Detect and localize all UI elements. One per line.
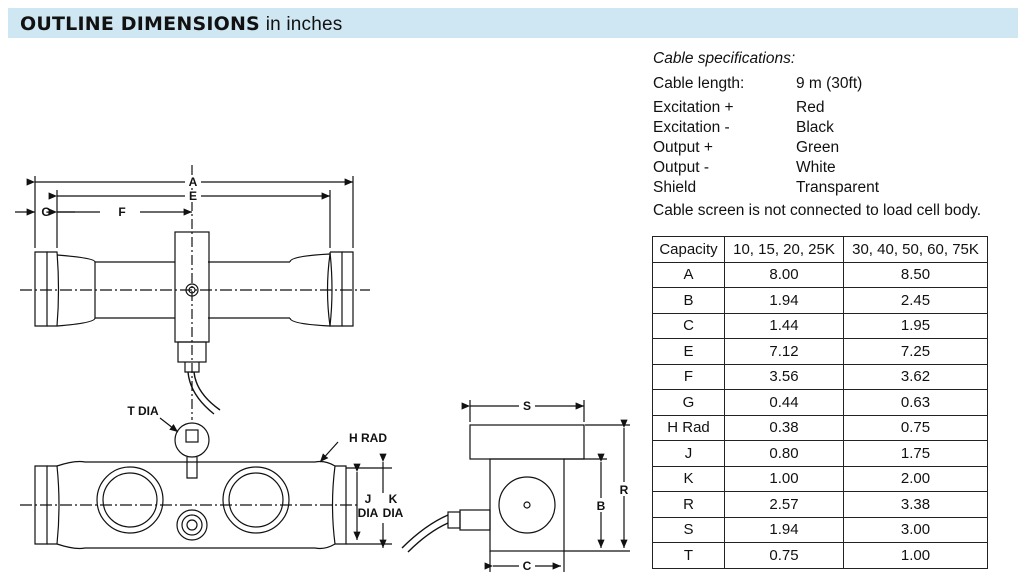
table-cell: 2.57 <box>724 491 844 518</box>
wire-row: Output + Green <box>653 138 1013 158</box>
wire-label: Shield <box>653 179 697 196</box>
dim-label-j-dia: DIA <box>358 506 379 520</box>
cable-length-value: 9 m (30ft) <box>796 75 863 92</box>
table-cell: J <box>652 440 725 467</box>
table-cell: 2.00 <box>843 465 988 492</box>
table-cell: 3.38 <box>843 491 988 518</box>
cable-length-row: Cable length: 9 m (30ft) <box>653 74 1013 94</box>
dim-label-f: F <box>118 205 125 219</box>
table-cell: E <box>652 338 725 365</box>
dim-label-e: E <box>189 189 197 203</box>
table-cell: 1.75 <box>843 440 988 467</box>
table-cell: 0.75 <box>724 542 844 569</box>
table-cell: S <box>652 516 725 543</box>
table-cell: 3.62 <box>843 363 988 390</box>
table-cell: H Rad <box>652 414 725 441</box>
table-cell: 0.38 <box>724 414 844 441</box>
table-cell: 1.94 <box>724 287 844 314</box>
table-cell: T <box>652 542 725 569</box>
outline-drawing: A E G F T DIA H RAD J DIA K DIA S B R C <box>15 165 631 573</box>
table-header-row: Capacity 10, 15, 20, 25K 30, 40, 50, 60,… <box>652 236 988 263</box>
dim-label-b: B <box>597 499 606 513</box>
wire-color: Black <box>796 119 834 136</box>
dim-label-g: G <box>41 205 50 219</box>
wire-label: Excitation + <box>653 99 734 116</box>
column-header: 10, 15, 20, 25K <box>724 236 844 263</box>
dim-label-r: R <box>620 483 629 497</box>
section-title: OUTLINE DIMENSIONS in inches <box>20 13 343 36</box>
table-cell: A <box>652 261 725 288</box>
table-cell: 0.44 <box>724 389 844 416</box>
dim-label-c: C <box>523 559 532 573</box>
cable-spec-heading: Cable specifications: <box>653 50 796 67</box>
cable-length-label: Cable length: <box>653 75 745 92</box>
table-cell: 1.95 <box>843 312 988 339</box>
table-cell: 1.94 <box>724 516 844 543</box>
section-header: OUTLINE DIMENSIONS in inches <box>8 8 1018 38</box>
cable-specifications: Cable specifications: Cable length: 9 m … <box>653 50 1013 220</box>
table-cell: K <box>652 465 725 492</box>
dim-label-k-dia: DIA <box>383 506 404 520</box>
table-cell: 2.45 <box>843 287 988 314</box>
dim-label-j: J <box>365 492 372 506</box>
title-units: in inches <box>265 14 343 35</box>
wire-row: Shield Transparent <box>653 178 1013 198</box>
column-header: 30, 40, 50, 60, 75K <box>843 236 988 263</box>
dim-label-s: S <box>523 399 531 413</box>
wire-label: Output - <box>653 159 709 176</box>
table-cell: 8.50 <box>843 261 988 288</box>
dim-label-a: A <box>189 175 198 189</box>
table-cell: 1.44 <box>724 312 844 339</box>
table-cell: R <box>652 491 725 518</box>
dim-label-h: H RAD <box>349 431 387 445</box>
table-cell: F <box>652 363 725 390</box>
dim-label-k: K <box>389 492 398 506</box>
table-cell: 8.00 <box>724 261 844 288</box>
table-cell: 7.12 <box>724 338 844 365</box>
dimensions-table: Capacity 10, 15, 20, 25K 30, 40, 50, 60,… <box>652 236 988 569</box>
wire-label: Output + <box>653 139 713 156</box>
wire-row: Output - White <box>653 158 1013 178</box>
table-cell: G <box>652 389 725 416</box>
dim-label-t: T DIA <box>127 404 159 418</box>
table-cell: 1.00 <box>724 465 844 492</box>
wire-row: Excitation + Red <box>653 98 1013 118</box>
table-cell: 0.63 <box>843 389 988 416</box>
wire-color: Green <box>796 139 840 156</box>
table-cell: 3.56 <box>724 363 844 390</box>
wire-color: Transparent <box>796 179 879 196</box>
table-cell: B <box>652 287 725 314</box>
wire-color: White <box>796 159 836 176</box>
table-cell: 0.75 <box>843 414 988 441</box>
cable-screen-note: Cable screen is not connected to load ce… <box>653 202 981 219</box>
wire-row: Excitation - Black <box>653 118 1013 138</box>
title-text: OUTLINE DIMENSIONS <box>20 13 260 35</box>
table-cell: 1.00 <box>843 542 988 569</box>
wire-color: Red <box>796 99 825 116</box>
table-cell: C <box>652 312 725 339</box>
table-cell: 3.00 <box>843 516 988 543</box>
table-cell: 0.80 <box>724 440 844 467</box>
column-header: Capacity <box>652 236 725 263</box>
wire-label: Excitation - <box>653 119 730 136</box>
table-cell: 7.25 <box>843 338 988 365</box>
